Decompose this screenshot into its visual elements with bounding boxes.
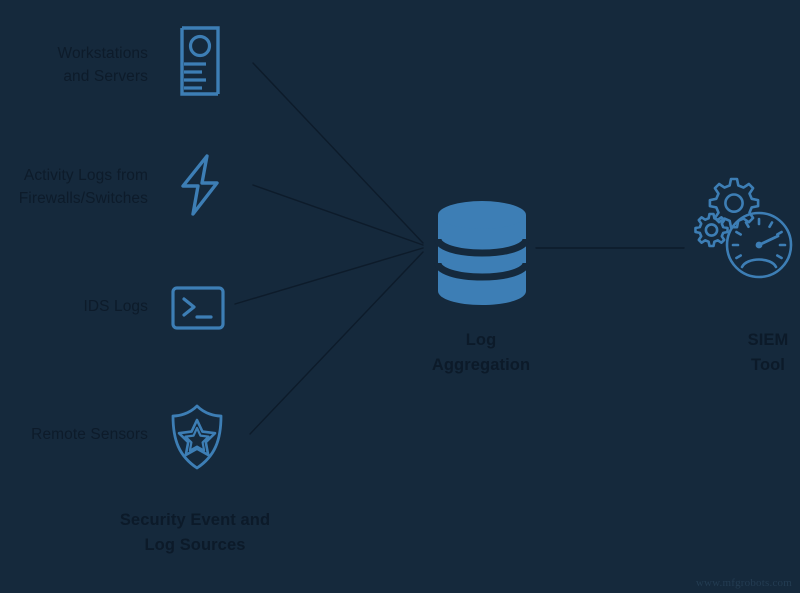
destination-label-siem-tool: SIEM Tool (747, 331, 789, 374)
watermark: www.mfgrobots.com (695, 577, 792, 589)
connector-ids (234, 247, 424, 305)
group-label-security-event-sources: Security Event and Log Sources (119, 511, 271, 554)
server-tower-icon (176, 24, 224, 98)
source-label-activity-logs: Activity Logs from Firewalls/Switches (18, 167, 148, 208)
database-cylinder-icon (432, 198, 532, 308)
shield-star-icon (167, 402, 227, 472)
source-label-ids-logs: IDS Logs (83, 298, 148, 315)
lightning-bolt-icon (172, 152, 228, 218)
connector-activity (252, 184, 424, 246)
gears-gauge-icon (692, 176, 796, 284)
source-label-workstations: Workstations and Servers (57, 45, 148, 86)
terminal-console-icon (170, 285, 226, 331)
connector-workstations (252, 62, 424, 244)
source-label-remote-sensors: Remote Sensors (31, 426, 148, 443)
aggregation-label: Log Aggregation (431, 331, 531, 374)
